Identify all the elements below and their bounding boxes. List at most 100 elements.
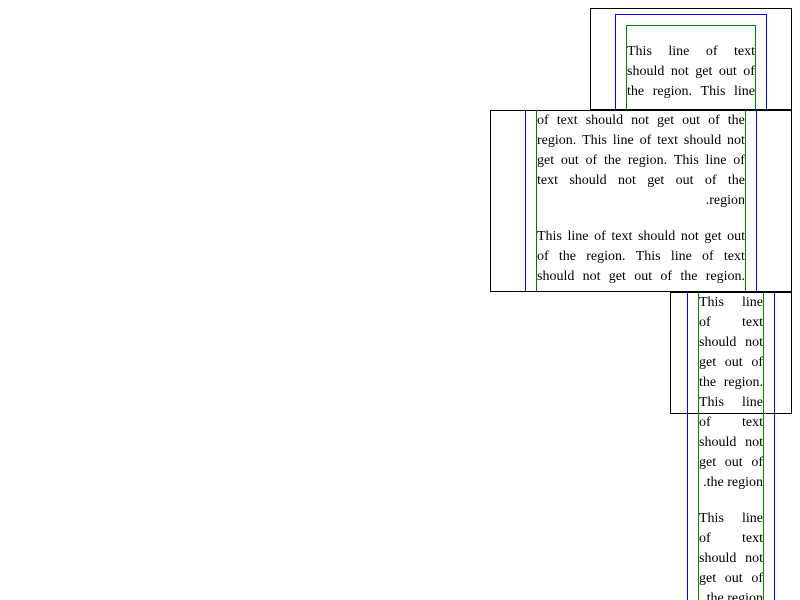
text-word: line (670, 249, 692, 264)
text-word: the (680, 269, 698, 284)
text-word: line (668, 44, 690, 59)
text-word: out (724, 355, 743, 370)
text-word: text (742, 531, 763, 546)
text-line: of text (699, 313, 763, 333)
text-word: text (742, 315, 763, 330)
text-word: region. (652, 84, 692, 99)
text-word: of (733, 153, 745, 168)
text-word: line (742, 395, 763, 410)
text-word: out (560, 153, 579, 168)
text-word: of (699, 415, 711, 430)
text-word: should (683, 133, 722, 148)
text-word: should (585, 113, 624, 128)
region-2-content-box (536, 110, 746, 292)
text-word: should (627, 64, 665, 79)
text-word: not (618, 173, 636, 188)
text-word: out (682, 113, 701, 128)
text-word: out (724, 455, 743, 470)
text-word: line (705, 153, 727, 168)
text-word: text (742, 415, 763, 430)
text-line: .the region (699, 589, 763, 600)
text-word: text (537, 173, 558, 188)
region-2-padding-box (525, 110, 757, 292)
text-word: of (708, 113, 720, 128)
text-word: region. (586, 249, 626, 264)
text-word: This (700, 84, 726, 99)
text-line: This line (699, 509, 763, 529)
text-word: the (727, 113, 745, 128)
text-word: of (537, 113, 549, 128)
text-word: get (704, 229, 722, 244)
text-word: should (569, 173, 607, 188)
text-word: line (567, 229, 589, 244)
text-word: the (727, 173, 745, 188)
text-word: of (705, 44, 718, 59)
text-word: of (585, 153, 598, 168)
text-word: This (627, 44, 652, 59)
text-word: region. (723, 375, 763, 390)
text-word: out (718, 64, 737, 79)
region-1-content-box (626, 25, 756, 110)
text-line: This line (699, 393, 763, 413)
text-line: .region (537, 191, 745, 211)
text-word: out (724, 571, 743, 586)
text-word: should (537, 269, 575, 284)
text-line: of text (699, 529, 763, 549)
text-word: line (612, 133, 634, 148)
text-word: the (627, 84, 645, 99)
text-word: region. (537, 133, 577, 148)
text-word: not (631, 113, 649, 128)
region-3-padding-box (687, 292, 775, 600)
text-word: should (637, 229, 676, 244)
text-word: the (603, 153, 622, 168)
text-word: This (699, 295, 724, 310)
text-word: of (537, 249, 549, 264)
text-word: text (556, 113, 578, 128)
text-word: get (647, 173, 665, 188)
text-word: get (608, 269, 626, 284)
text-word: of (699, 531, 711, 546)
text-word: out (634, 269, 653, 284)
region-3-content-box (698, 292, 764, 600)
text-word: out (727, 229, 745, 244)
text-word: of (639, 133, 652, 148)
text-word: get (695, 64, 713, 79)
text-word: of (702, 249, 714, 264)
text-word: This (699, 511, 724, 526)
text-word: region. (705, 269, 745, 284)
text-word: of (751, 571, 763, 586)
text-word: of (699, 315, 711, 330)
text-word: the (558, 249, 576, 264)
region-3 (670, 292, 792, 414)
text-line: .the region (699, 473, 763, 493)
text-word: This (635, 249, 661, 264)
text-word: the (699, 375, 717, 390)
text-word: text (723, 249, 745, 264)
text-word: get (537, 153, 555, 168)
text-word: of (743, 64, 755, 79)
text-word: not (745, 335, 763, 350)
text-word: not (680, 229, 699, 244)
text-word: .the region (703, 475, 763, 490)
text-word: get (657, 113, 675, 128)
text-word: line (742, 511, 763, 526)
text-word: should (699, 551, 737, 566)
text-word: text (657, 133, 679, 148)
text-word: This (699, 395, 724, 410)
text-word: region. (627, 153, 668, 168)
text-word: of (751, 355, 763, 370)
text-word: not (727, 133, 745, 148)
region-1-padding-box (615, 14, 767, 110)
